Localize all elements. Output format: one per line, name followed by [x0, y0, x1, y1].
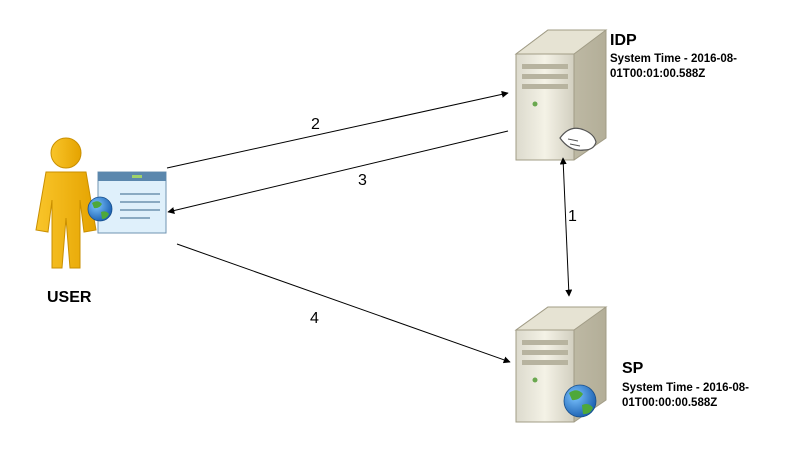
user-label: USER [47, 289, 92, 306]
idp-server-icon [514, 29, 608, 161]
edge-3-label: 3 [358, 172, 367, 189]
edge-4-label: 4 [310, 310, 319, 327]
edge-2-label: 2 [311, 116, 320, 133]
idp-title: IDP [610, 32, 637, 49]
edge-2-arrow [166, 90, 509, 169]
sp-title: SP [622, 360, 644, 377]
user-icon [35, 137, 97, 269]
edge-1-label: 1 [568, 208, 577, 225]
sp-system-time: System Time - 2016-08-01T00:00:00.588Z [622, 382, 749, 409]
idp-system-time: System Time - 2016-08-01T00:01:00.588Z [610, 53, 737, 80]
edge-3-arrow [167, 130, 509, 214]
hand-key-icon [559, 127, 597, 151]
sp-server-icon [514, 306, 608, 423]
edge-1-arrow [559, 157, 573, 297]
browser-globe-icon [87, 196, 113, 222]
edge-4-arrow [176, 243, 511, 364]
sp-globe-icon [563, 384, 597, 418]
